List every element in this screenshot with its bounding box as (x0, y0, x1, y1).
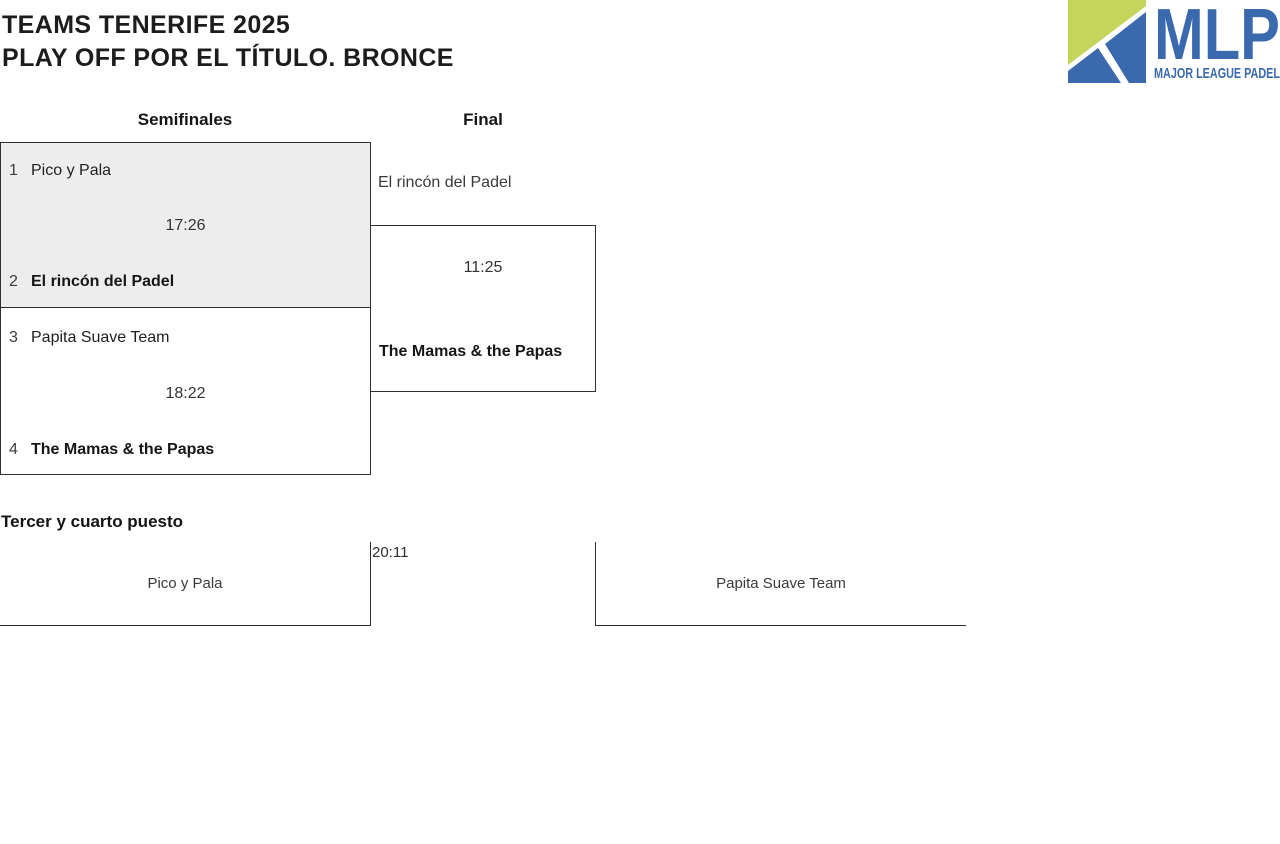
team-row: 4 The Mamas & the Papas (9, 440, 362, 460)
third-place-slot-1: Pico y Pala (0, 542, 371, 626)
mlp-logo-icon: MLP MAJOR LEAGUE PADEL (1068, 0, 1280, 83)
final-team-2: The Mamas & the Papas (379, 343, 563, 360)
title-line-1: TEAMS TENERIFE 2025 (2, 11, 291, 39)
third-place-team-2: Papita Suave Team (716, 575, 846, 592)
team-seed: 2 (9, 273, 18, 290)
team-row: The Mamas & the Papas (379, 342, 587, 362)
match-semifinal-1: 1 Pico y Pala 17:26 2 El rincón del Pade… (0, 142, 371, 308)
team-row: 3 Papita Suave Team (9, 328, 362, 348)
final-team-1: El rincón del Padel (378, 174, 512, 191)
logo-tagline: MAJOR LEAGUE PADEL (1154, 65, 1280, 82)
third-place-heading: Tercer y cuarto puesto (1, 512, 184, 531)
third-place-team-1: Pico y Pala (147, 575, 223, 592)
team-seed: 4 (9, 441, 18, 458)
team-name: Pico y Pala (31, 162, 112, 179)
team-name: The Mamas & the Papas (31, 441, 215, 458)
mlp-logo: MLP MAJOR LEAGUE PADEL (1068, 0, 1280, 83)
page-title: TEAMS TENERIFE 2025 PLAY OFF POR EL TÍTU… (2, 9, 454, 75)
logo-blue-triangle-right (1105, 12, 1146, 83)
title-line-2: PLAY OFF POR EL TÍTULO. BRONCE (2, 44, 454, 72)
match-time: 17:26 (165, 217, 206, 234)
team-seed: 3 (9, 329, 18, 346)
round-header-semifinals: Semifinales (137, 110, 233, 129)
match-semifinal-2: 3 Papita Suave Team 18:22 4 The Mamas & … (0, 307, 371, 475)
team-seed: 1 (9, 162, 18, 179)
match-final: 11:25 The Mamas & the Papas (370, 225, 596, 392)
third-place-time: 20:11 (372, 544, 409, 561)
logo-wordmark: MLP (1154, 0, 1280, 75)
third-place-slot-2: Papita Suave Team (595, 542, 966, 626)
match-time: 11:25 (463, 259, 503, 276)
team-row: 1 Pico y Pala (9, 161, 362, 181)
team-row: 2 El rincón del Padel (9, 272, 362, 292)
logo-green-triangle (1068, 0, 1146, 65)
team-name: El rincón del Padel (31, 273, 175, 290)
logo-blue-triangle-left (1068, 48, 1121, 83)
match-time: 18:22 (165, 385, 206, 402)
team-name: Papita Suave Team (31, 329, 170, 346)
round-header-final: Final (463, 110, 503, 129)
